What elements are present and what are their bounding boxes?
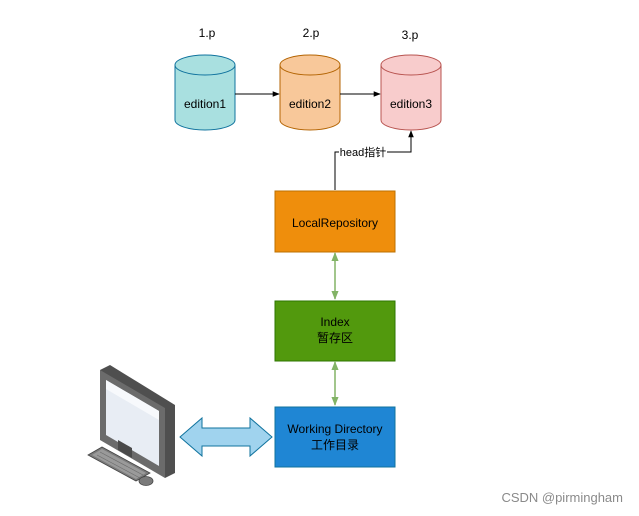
workdir-computer-double-arrow [179,416,273,458]
index-box: Index 暂存区 [274,300,396,362]
working-directory-label: Working Directory [287,422,382,436]
edition3-label: edition3 [390,97,432,111]
head-pointer-label: head指针 [340,145,386,159]
edition3-cylinder: edition3 [380,54,442,131]
edition1-cylinder: edition1 [174,54,236,131]
working-directory-sublabel: 工作目录 [311,438,359,452]
watermark: CSDN @pirmingham [501,490,623,505]
index-sublabel: 暂存区 [317,331,353,345]
head-label-bg [339,144,387,159]
edition1-label: edition1 [184,97,226,111]
edition2-label: edition2 [289,97,331,111]
local-repository-label: LocalRepository [292,216,378,230]
index-label: Index [320,315,349,329]
local-repository-box: LocalRepository [274,190,396,253]
working-directory-box: Working Directory 工作目录 [274,406,396,468]
file-label-2: 2.p [303,26,320,40]
file-label-3: 3.p [402,28,419,42]
computer-icon [87,365,175,486]
edition2-cylinder: edition2 [279,54,341,131]
head-pointer-arrow [334,130,414,190]
file-label-1: 1.p [199,26,216,40]
